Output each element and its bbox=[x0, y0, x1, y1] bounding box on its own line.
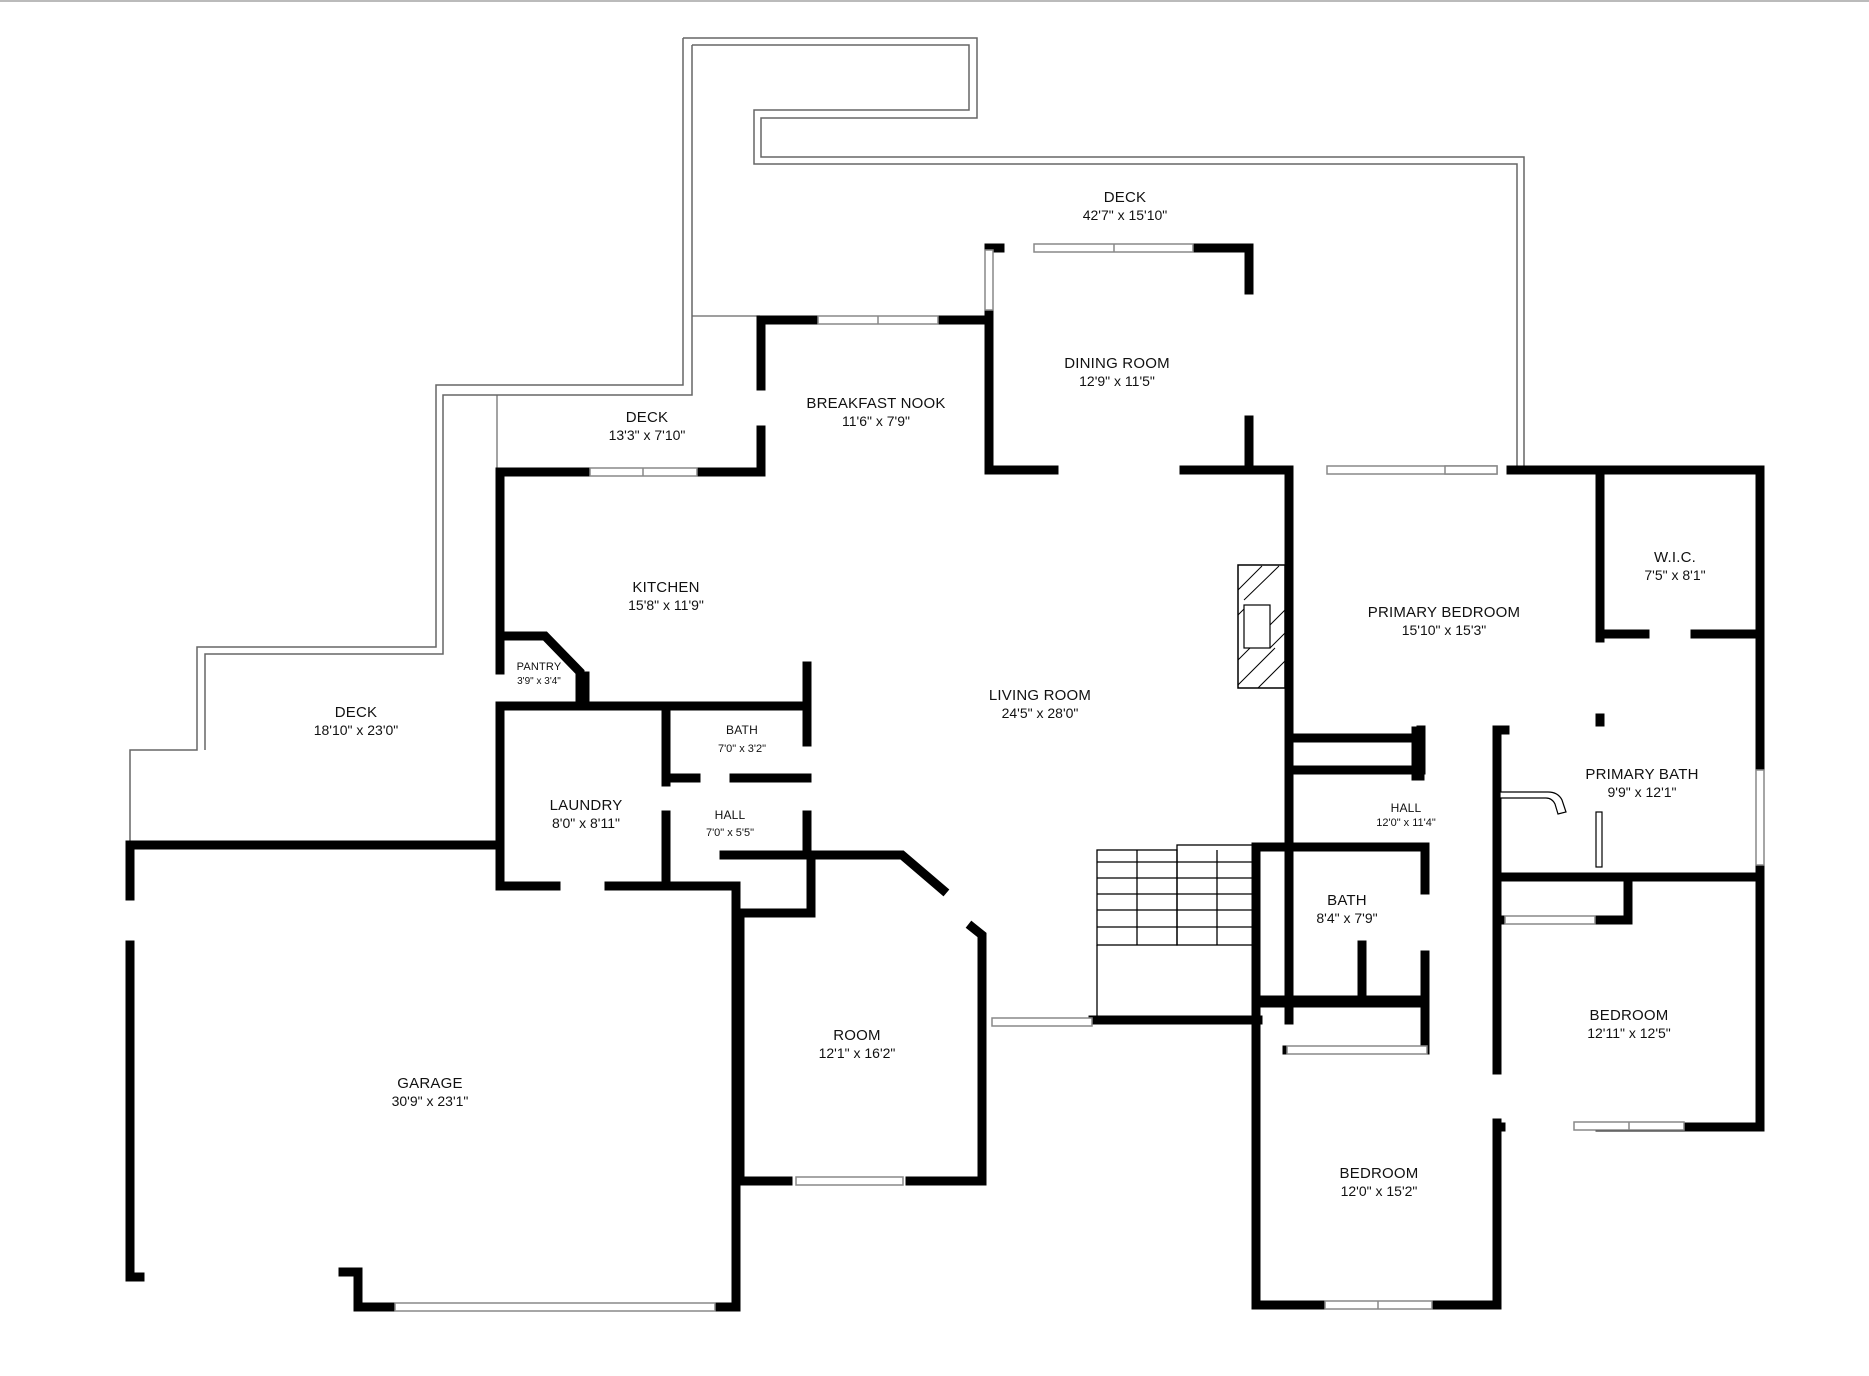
room-labels: DECK 42'7" x 15'10" DINING ROOM 12'9" x … bbox=[314, 189, 1706, 1199]
svg-text:12'9" x 11'5": 12'9" x 11'5" bbox=[1079, 373, 1155, 389]
label-hall-left: HALL 7'0" x 5'5" bbox=[706, 808, 754, 839]
svg-text:12'0" x 11'4": 12'0" x 11'4" bbox=[1376, 817, 1436, 829]
label-living-room: LIVING ROOM 24'5" x 28'0" bbox=[989, 687, 1091, 721]
label-garage: GARAGE 30'9" x 23'1" bbox=[392, 1075, 469, 1109]
svg-text:18'10" x 23'0": 18'10" x 23'0" bbox=[314, 722, 399, 738]
stairs bbox=[1096, 844, 1258, 1020]
svg-text:GARAGE: GARAGE bbox=[397, 1075, 462, 1092]
svg-text:KITCHEN: KITCHEN bbox=[632, 579, 699, 596]
label-bath-small: BATH 7'0" x 3'2" bbox=[718, 723, 766, 755]
label-bath-hall: BATH 8'4" x 7'9" bbox=[1316, 892, 1377, 926]
svg-text:DECK: DECK bbox=[626, 409, 668, 426]
label-deck-upper: DECK 42'7" x 15'10" bbox=[1083, 189, 1168, 223]
deck-outlines bbox=[129, 37, 1525, 845]
svg-text:12'11" x 12'5": 12'11" x 12'5" bbox=[1587, 1025, 1671, 1041]
svg-text:30'9" x 23'1": 30'9" x 23'1" bbox=[392, 1093, 469, 1109]
svg-text:BATH: BATH bbox=[726, 723, 758, 737]
label-deck-left: DECK 18'10" x 23'0" bbox=[314, 704, 399, 738]
svg-text:12'1" x 16'2": 12'1" x 16'2" bbox=[819, 1045, 896, 1061]
label-kitchen: KITCHEN 15'8" x 11'9" bbox=[628, 579, 704, 613]
windows bbox=[394, 243, 1765, 1312]
label-breakfast-nook: BREAKFAST NOOK 11'6" x 7'9" bbox=[806, 395, 945, 429]
svg-text:W.I.C.: W.I.C. bbox=[1654, 549, 1696, 566]
label-pantry: PANTRY 3'9" x 3'4" bbox=[517, 661, 562, 687]
svg-text:24'5" x 28'0": 24'5" x 28'0" bbox=[1002, 705, 1079, 721]
svg-text:8'4" x 7'9": 8'4" x 7'9" bbox=[1316, 910, 1377, 926]
label-deck-middle: DECK 13'3" x 7'10" bbox=[609, 409, 686, 443]
svg-text:7'0" x 5'5": 7'0" x 5'5" bbox=[706, 827, 754, 839]
svg-text:9'9" x 12'1": 9'9" x 12'1" bbox=[1608, 784, 1677, 800]
svg-text:13'3" x 7'10": 13'3" x 7'10" bbox=[609, 427, 686, 443]
svg-text:PANTRY: PANTRY bbox=[517, 661, 562, 673]
svg-text:BEDROOM: BEDROOM bbox=[1340, 1165, 1419, 1182]
label-primary-bath: PRIMARY BATH 9'9" x 12'1" bbox=[1585, 766, 1698, 800]
svg-text:15'10" x 15'3": 15'10" x 15'3" bbox=[1402, 622, 1487, 638]
svg-text:HALL: HALL bbox=[715, 808, 746, 822]
label-room: ROOM 12'1" x 16'2" bbox=[819, 1027, 896, 1061]
svg-text:BATH: BATH bbox=[1327, 892, 1367, 909]
svg-text:15'8" x 11'9": 15'8" x 11'9" bbox=[628, 597, 704, 613]
svg-text:8'0" x 8'11": 8'0" x 8'11" bbox=[552, 815, 620, 831]
svg-text:7'0" x 3'2": 7'0" x 3'2" bbox=[718, 743, 766, 755]
svg-text:12'0" x 15'2": 12'0" x 15'2" bbox=[1341, 1183, 1418, 1199]
svg-text:7'5" x 8'1": 7'5" x 8'1" bbox=[1644, 567, 1705, 583]
label-primary-bedroom: PRIMARY BEDROOM 15'10" x 15'3" bbox=[1368, 604, 1520, 638]
label-bedroom-bottom: BEDROOM 12'0" x 15'2" bbox=[1340, 1165, 1419, 1199]
svg-text:DECK: DECK bbox=[335, 704, 377, 721]
label-laundry: LAUNDRY 8'0" x 8'11" bbox=[550, 797, 623, 831]
label-bedroom-right: BEDROOM 12'11" x 12'5" bbox=[1587, 1007, 1671, 1041]
svg-text:3'9" x 3'4": 3'9" x 3'4" bbox=[517, 676, 561, 687]
svg-text:BREAKFAST NOOK: BREAKFAST NOOK bbox=[806, 395, 945, 412]
svg-text:HALL: HALL bbox=[1391, 801, 1422, 815]
svg-text:PRIMARY BEDROOM: PRIMARY BEDROOM bbox=[1368, 604, 1520, 621]
svg-text:ROOM: ROOM bbox=[833, 1027, 880, 1044]
svg-text:LIVING ROOM: LIVING ROOM bbox=[989, 687, 1091, 704]
label-hall-right: HALL 12'0" x 11'4" bbox=[1376, 801, 1436, 829]
label-dining-room: DINING ROOM 12'9" x 11'5" bbox=[1064, 355, 1170, 389]
svg-text:42'7" x 15'10": 42'7" x 15'10" bbox=[1083, 207, 1168, 223]
fireplace bbox=[1237, 564, 1286, 689]
label-wic: W.I.C. 7'5" x 8'1" bbox=[1644, 549, 1705, 583]
svg-text:BEDROOM: BEDROOM bbox=[1590, 1007, 1669, 1024]
svg-text:DINING ROOM: DINING ROOM bbox=[1064, 355, 1170, 372]
svg-text:11'6" x 7'9": 11'6" x 7'9" bbox=[842, 413, 910, 429]
svg-text:DECK: DECK bbox=[1104, 189, 1146, 206]
svg-text:LAUNDRY: LAUNDRY bbox=[550, 797, 623, 814]
walls bbox=[125, 243, 1765, 1312]
bathtub bbox=[1499, 791, 1603, 868]
svg-text:PRIMARY BATH: PRIMARY BATH bbox=[1585, 766, 1698, 783]
